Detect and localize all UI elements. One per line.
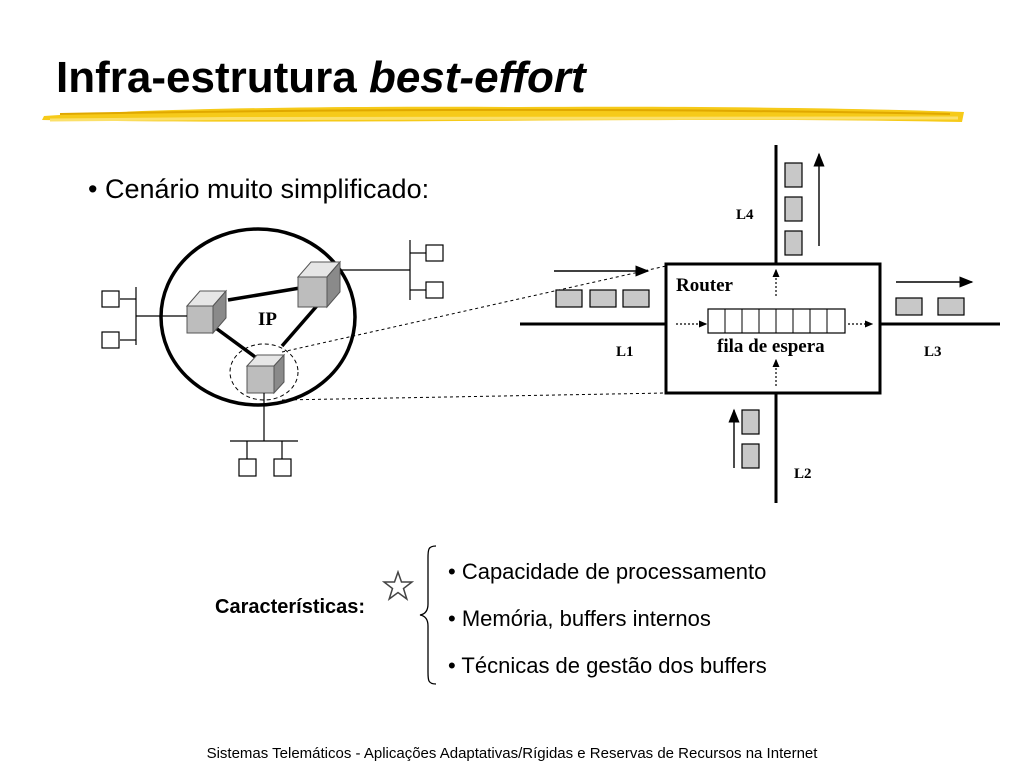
packet-l4-1 [784,162,803,188]
slide-footer: Sistemas Telemáticos - Aplicações Adapta… [206,745,818,762]
packet-l1-3 [622,289,650,308]
packet-l4-2 [784,196,803,222]
packet-l2-1 [741,409,760,435]
ip-network-ellipse [159,227,357,407]
label-l4: L4 [736,207,754,223]
zoom-line-bottom [281,392,667,401]
left-lan [101,287,187,349]
star-icon [382,570,414,601]
router-cube-b [296,260,342,309]
packet-l2-2 [741,443,760,469]
right-lan [340,240,444,300]
feature-item-memory: • Memória, buffers internos [448,606,711,631]
label-l2: L2 [794,466,812,482]
feature-item-processing: • Capacidade de processamento [448,559,767,584]
title-emphasis: best-effort [368,53,586,102]
packet-l3-1 [895,297,923,316]
slide-title: Infra-estrutura best-effort [56,52,586,104]
scenario-bullet: • Cenário muito simplificado: [88,174,430,204]
queue-label: fila de espera [717,336,825,357]
router-cube-c [245,353,286,395]
curly-brace-icon [419,545,437,685]
router-cube-a [185,289,228,335]
feature-item-buffer-management: • Técnicas de gestão dos buffers [448,653,767,678]
title-main: Infra-estrutura [56,53,369,102]
features-label: Características: [215,596,366,618]
ip-label: IP [258,309,277,330]
title-highlight-stroke [42,106,964,122]
packet-l3-2 [937,297,965,316]
router-label: Router [676,275,734,296]
zoom-router-circle [229,343,299,401]
packet-l4-3 [784,230,803,256]
label-l3: L3 [924,344,942,360]
packet-l1-2 [589,289,617,308]
packet-l1-1 [555,289,583,308]
bottom-lan [230,393,298,477]
queue-buffer [707,308,846,334]
label-l1: L1 [616,344,634,360]
features-list: • Capacidade de processamento • Memória,… [448,548,767,689]
